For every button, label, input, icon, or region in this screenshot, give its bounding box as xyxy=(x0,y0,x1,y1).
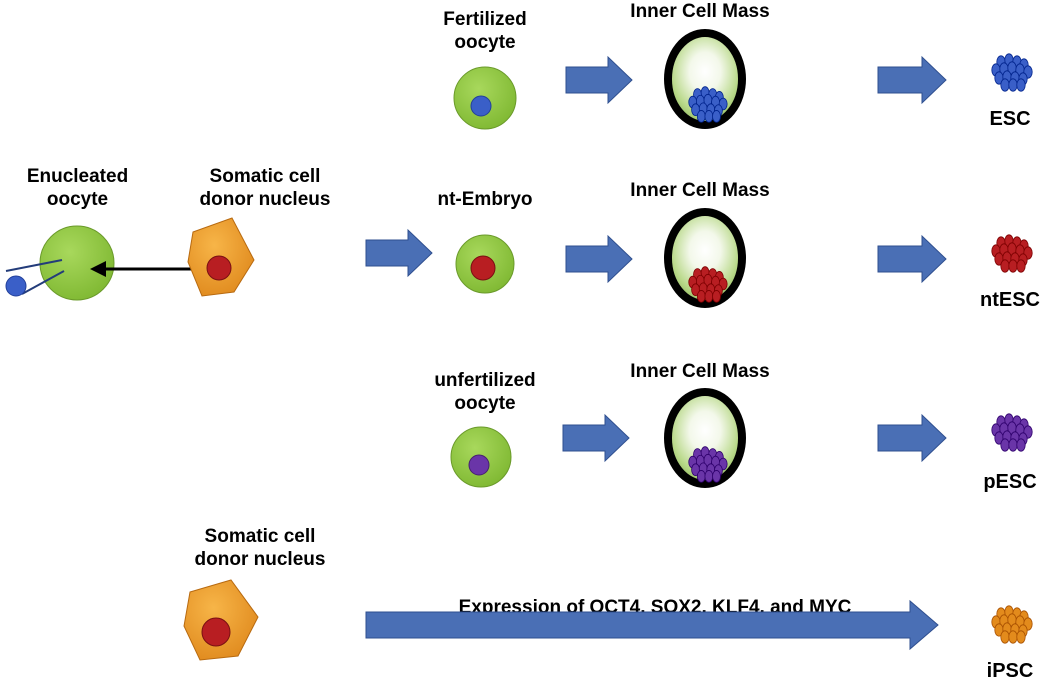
nucleus-transfer-arrowhead xyxy=(90,261,106,277)
arrow-icm-to-pesc xyxy=(877,413,947,463)
icm-label-esc: Inner Cell Mass xyxy=(630,1,770,22)
stem-cell xyxy=(704,290,714,303)
stem-cell xyxy=(1008,438,1018,452)
stem-cell xyxy=(712,470,721,483)
pipette-line-lower xyxy=(21,270,65,295)
arrow-icm-to-esc xyxy=(877,55,947,105)
stem-cell xyxy=(704,110,714,123)
arrow-transfer-to-nt-embryo xyxy=(365,228,433,278)
icm-label-p: Inner Cell Mass xyxy=(630,361,770,382)
pipette-line-upper xyxy=(5,259,63,272)
fertilized-nucleus xyxy=(470,95,492,117)
ntesc-label: ntESC xyxy=(980,289,1040,311)
stem-cell xyxy=(696,470,706,483)
somatic-donor-label-ips: Somatic cell donor nucleus xyxy=(194,526,326,570)
stem-cell xyxy=(1000,438,1010,452)
icm-p-cell-cluster xyxy=(688,446,728,483)
arrow-nt-embryo-to-icm xyxy=(565,234,633,284)
somatic-nucleus-nt xyxy=(206,255,232,281)
arrow-reprogramming xyxy=(365,599,939,651)
stem-cell xyxy=(1016,259,1026,273)
somatic-nucleus-ips xyxy=(201,617,231,647)
esc-cell-cluster xyxy=(991,53,1033,92)
pesc-cell-cluster xyxy=(991,413,1033,452)
stem-cell xyxy=(1016,438,1026,452)
stem-cell xyxy=(696,290,706,303)
esc-label: ESC xyxy=(989,108,1031,130)
stem-cell xyxy=(1016,630,1026,644)
ntesc-cell-cluster xyxy=(991,234,1033,273)
unfertilized-nucleus xyxy=(468,454,490,476)
stem-cell xyxy=(1008,78,1018,92)
enucleated-oocyte xyxy=(39,225,115,301)
fertilized-oocyte-label: Fertilized oocyte xyxy=(443,9,527,53)
arrow-icm-to-ntesc xyxy=(877,234,947,284)
somatic-donor-label-nt: Somatic cell donor nucleus xyxy=(199,166,331,210)
nt-embryo-label: nt-Embryo xyxy=(437,189,533,210)
arrow-unfertilized-to-icm xyxy=(562,413,630,463)
stem-cell xyxy=(712,290,721,303)
stem-cell xyxy=(1008,259,1018,273)
ipsc-label: iPSC xyxy=(986,660,1034,682)
enucleated-oocyte-label: Enucleated oocyte xyxy=(26,166,129,210)
icm-nt-cell-cluster xyxy=(688,266,728,303)
arrow-fertilized-to-icm xyxy=(565,55,633,105)
icm-esc-cell-cluster xyxy=(688,86,728,123)
stem-cell xyxy=(712,110,721,123)
stem-cell xyxy=(1016,78,1026,92)
stem-cell xyxy=(1000,630,1010,644)
pesc-label: pESC xyxy=(983,471,1037,493)
stem-cell xyxy=(1008,630,1018,644)
stem-cell xyxy=(696,110,706,123)
icm-label-nt: Inner Cell Mass xyxy=(630,180,770,201)
stem-cell xyxy=(1000,259,1010,273)
ipsc-cell-cluster xyxy=(991,605,1033,644)
removed-nucleus xyxy=(5,275,27,297)
unfertilized-oocyte-label: unfertilized oocyte xyxy=(434,370,536,414)
stem-cell xyxy=(704,470,714,483)
nt-embryo-nucleus xyxy=(470,255,496,281)
stem-cell xyxy=(1000,78,1010,92)
